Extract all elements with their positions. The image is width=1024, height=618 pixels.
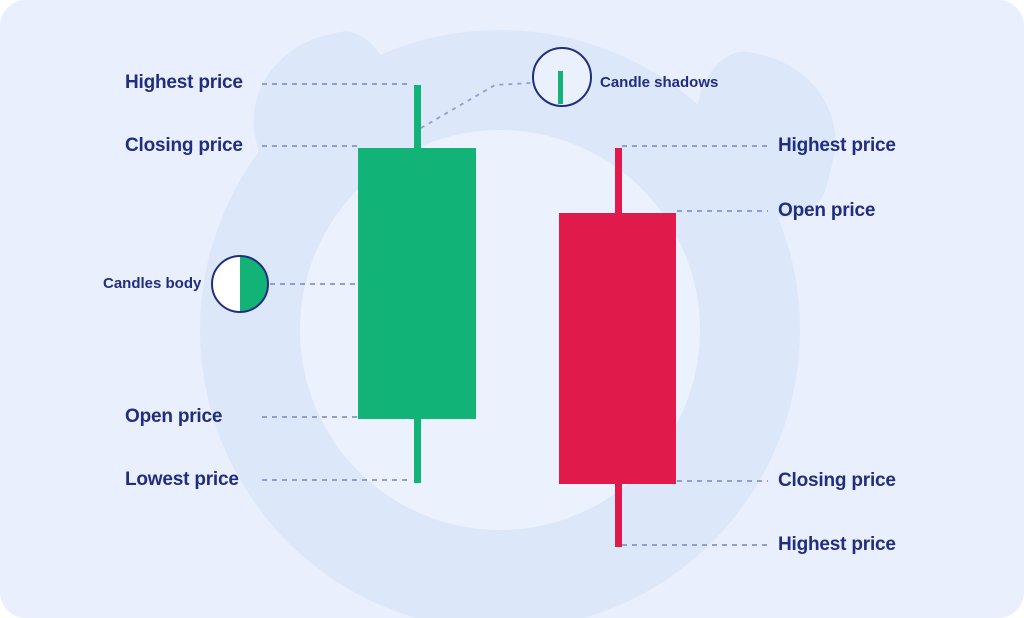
label-green-highest-price: Highest price — [125, 72, 243, 93]
label-red-open-price: Open price — [778, 200, 876, 221]
leader-green-open — [262, 416, 357, 418]
body-icon-outline — [211, 255, 269, 313]
body-icon-right-half — [240, 256, 268, 312]
leader-red-open — [677, 210, 768, 212]
label-candles-body: Candles body — [103, 275, 202, 292]
leader-red-closing — [677, 480, 768, 482]
candle-shadows-icon — [532, 47, 592, 107]
leader-green-closing — [262, 145, 357, 147]
leader-green-lowest — [262, 479, 410, 481]
leader-green-highest — [262, 83, 412, 85]
label-red-highest-price-bottom: Highest price — [778, 534, 896, 555]
red-candle-body — [559, 213, 676, 484]
label-green-open-price: Open price — [125, 406, 223, 427]
leader-red-highest-bottom — [622, 544, 768, 546]
leader-candles-body — [270, 283, 358, 285]
label-red-highest-price-top: Highest price — [778, 135, 896, 156]
mini-wick-icon — [558, 71, 563, 104]
green-candle-body — [358, 148, 476, 419]
label-green-closing-price: Closing price — [125, 135, 243, 156]
label-green-lowest-price: Lowest price — [125, 469, 239, 490]
shadow-callout-connector — [420, 82, 532, 129]
candles-body-icon — [211, 255, 269, 313]
label-candle-shadows: Candle shadows — [600, 74, 719, 91]
leader-red-highest-top — [622, 145, 768, 147]
label-red-closing-price: Closing price — [778, 470, 896, 491]
